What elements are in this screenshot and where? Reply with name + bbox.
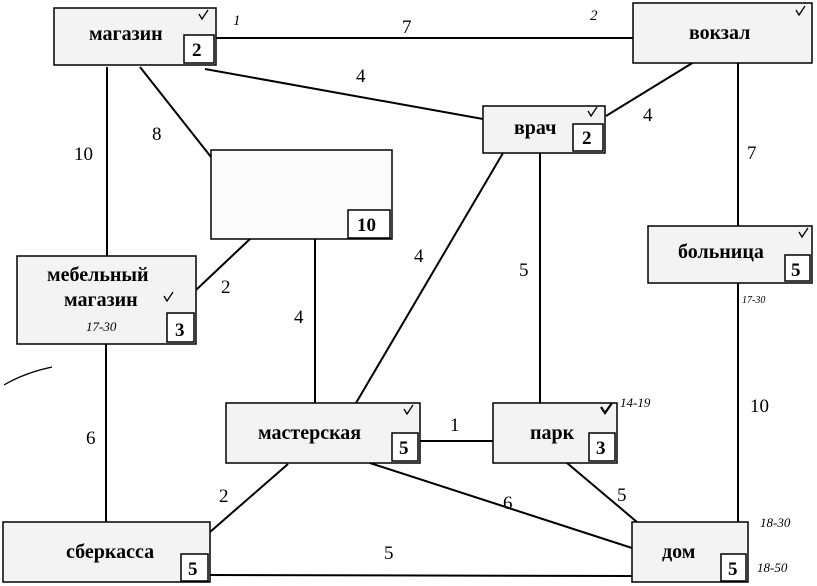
node-park: парк 3 14-19 [492, 395, 651, 464]
node-box [2, 521, 211, 583]
node-number: 5 [728, 559, 738, 580]
node-number: 5 [791, 260, 801, 281]
edge-sberkassa-dom [209, 574, 633, 577]
node-number: 5 [188, 559, 198, 580]
weight-vokzal-bolnica: 7 [747, 143, 757, 164]
check-mark-icon [403, 404, 414, 416]
node-label: магазин [89, 23, 163, 45]
node-number: 5 [399, 438, 409, 459]
node-number: 2 [192, 40, 202, 61]
node-sberkassa: сберкасса 5 [2, 521, 211, 583]
weight-magazin-vrach: 4 [356, 66, 366, 87]
handwritten-time: 17-30 [742, 295, 765, 306]
node-number: 2 [582, 128, 592, 149]
pencil-scribble [3, 366, 53, 386]
node-box [632, 2, 813, 64]
node-masterskaya: мастерская 5 [225, 402, 421, 464]
check-mark-icon [198, 9, 209, 21]
node-number-box [588, 432, 616, 462]
weight-sberkassa-dom: 5 [384, 543, 394, 564]
node-number-box [347, 209, 391, 239]
node-number-box [572, 123, 604, 152]
weight-park-dom: 5 [617, 485, 627, 506]
handwritten-time: 18-30 [760, 515, 791, 530]
node-label: вокзал [689, 22, 750, 44]
node-label-line1: мебельный [47, 264, 149, 286]
weight-mebel-blank: 2 [221, 277, 231, 298]
edge-weights: 7 4 8 10 4 7 2 4 4 5 6 1 10 2 6 5 5 [74, 17, 769, 564]
weight-magazin-blank: 8 [152, 124, 162, 145]
edge-park-dom [566, 462, 638, 523]
edge-vokzal-vrach [605, 61, 695, 117]
node-label: парк [530, 422, 575, 444]
node-dom: дом 5 18-30 18-50 [631, 515, 791, 583]
check-mark-icon [798, 227, 809, 239]
node-blank: 10 [210, 149, 393, 240]
handwritten-time: 14-19 [620, 395, 651, 410]
node-vokzal: вокзал [632, 2, 813, 64]
weight-magazin-mebel: 10 [74, 144, 93, 165]
handwritten-marks: 1 2 [3, 8, 598, 386]
node-mebel: мебельный магазин 3 17-30 [16, 255, 197, 345]
handwritten-mark: 2 [590, 8, 598, 24]
node-label: врач [514, 117, 556, 139]
node-label: мастерская [258, 422, 361, 444]
weight-magazin-vokzal: 7 [402, 17, 412, 38]
edge-mebel-blank [195, 238, 251, 291]
weight-vokzal-vrach: 4 [643, 105, 653, 126]
node-number: 3 [175, 320, 185, 341]
weight-masterskaya-dom: 6 [503, 493, 513, 514]
node-label-line2: магазин [64, 289, 138, 311]
node-box [225, 402, 421, 464]
handwritten-time: 17-30 [86, 319, 117, 334]
edge-masterskaya-sberkassa [209, 463, 289, 533]
handwritten-mark: 1 [233, 13, 241, 29]
node-number: 10 [357, 215, 376, 236]
node-number-box [180, 553, 209, 582]
node-number: 3 [596, 438, 606, 459]
node-number-box [183, 34, 215, 64]
weight-bolnica-dom: 10 [750, 396, 769, 417]
node-vrach: врач 2 [482, 105, 606, 154]
weight-vrach-park: 5 [519, 260, 529, 281]
edge-magazin-vrach [204, 68, 484, 120]
node-label: дом [662, 541, 695, 563]
check-mark-icon [600, 402, 613, 415]
check-mark-icon [163, 291, 174, 303]
check-mark-icon [795, 5, 806, 17]
edge-masterskaya-dom [369, 462, 633, 549]
edge-vrach-masterskaya [355, 152, 504, 404]
weight-mebel-sberkassa: 6 [86, 428, 96, 449]
node-number-box [391, 432, 419, 462]
weight-vrach-masterskaya: 4 [414, 246, 424, 267]
node-number-box [784, 254, 811, 282]
edges [105, 37, 739, 577]
handwritten-time: 18-50 [757, 560, 788, 575]
node-number-box [166, 312, 195, 343]
weight-masterskaya-park: 1 [450, 415, 460, 436]
node-label: сберкасса [66, 541, 154, 563]
weight-blank-masterskaya: 4 [294, 307, 304, 328]
weight-masterskaya-sberkassa: 2 [219, 486, 229, 507]
edge-magazin-blank [139, 66, 212, 158]
check-mark-icon [587, 106, 598, 118]
node-number-box [720, 553, 747, 582]
node-bolnica: больница 5 17-30 [647, 225, 813, 306]
node-label: больница [678, 241, 764, 263]
node-magazin: магазин 2 [53, 7, 217, 66]
